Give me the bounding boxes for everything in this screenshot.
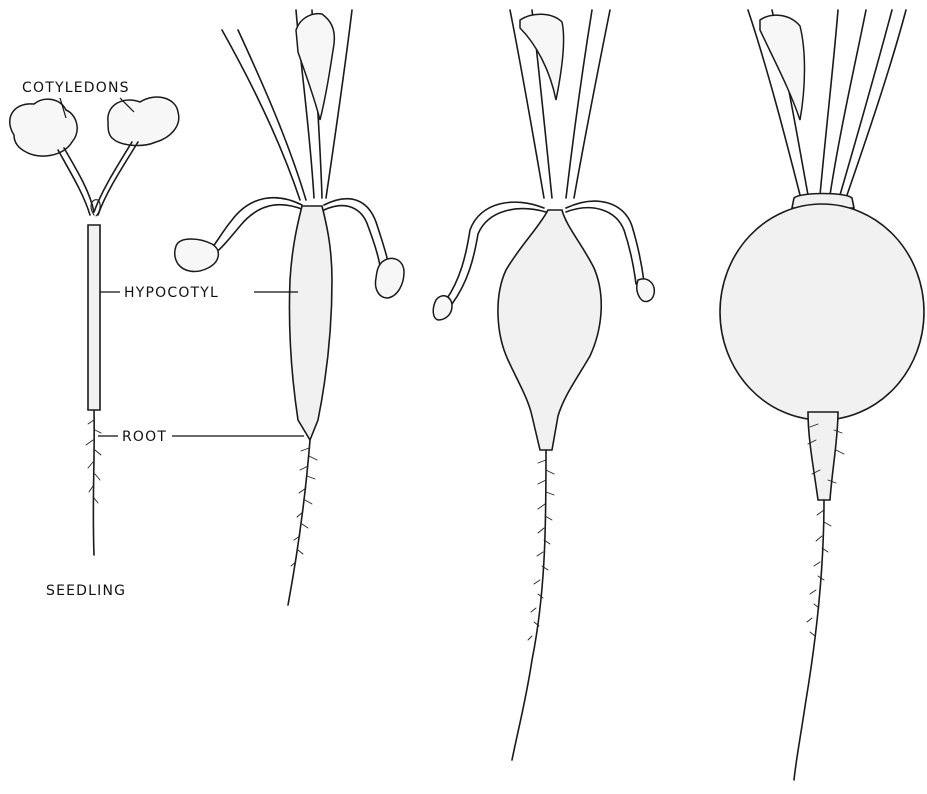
mature-stem-3b xyxy=(846,10,906,198)
seedling-root xyxy=(93,410,94,555)
cotyledon-stalk-right xyxy=(98,142,138,215)
young-stem-1b xyxy=(238,30,306,200)
dev-root xyxy=(512,450,546,760)
cotyledon-right xyxy=(108,97,179,145)
young-root xyxy=(288,440,310,605)
mature-root xyxy=(794,500,824,780)
young-cotyledon-stalk-right-b xyxy=(324,206,380,266)
dev-hypocotyl xyxy=(498,210,601,450)
dev-root-hairs xyxy=(528,460,554,640)
cotyledon-stalk-left xyxy=(58,150,90,215)
seedling-plant xyxy=(10,97,179,555)
mature-leaf-blade xyxy=(760,15,805,120)
dev-leaf-blade xyxy=(520,14,564,100)
mature-bulb xyxy=(720,204,924,420)
dev-cotyledon-left xyxy=(433,296,452,320)
mature-radish-plant xyxy=(720,10,924,780)
label-cotyledons: COTYLEDONS xyxy=(22,80,130,96)
label-hypocotyl: HYPOCOTYL xyxy=(124,285,219,301)
cotyledon-stalk-left-inner xyxy=(64,148,94,212)
label-root: ROOT xyxy=(122,429,167,445)
mature-stem-3 xyxy=(840,10,892,195)
young-cotyledon-left xyxy=(175,239,219,271)
young-radish-plant xyxy=(175,10,404,605)
developing-radish-plant xyxy=(433,10,654,760)
cotyledon-left xyxy=(10,99,77,156)
young-hypocotyl xyxy=(289,206,332,440)
seedling-hypocotyl xyxy=(88,225,100,410)
young-cotyledon-stalk-left-b xyxy=(214,205,304,254)
young-stem-1 xyxy=(222,30,300,200)
dev-cotyledon-right xyxy=(637,279,655,302)
label-seedling: SEEDLING xyxy=(46,583,126,599)
labels: COTYLEDONS HYPOCOTYL ROOT SEEDLING xyxy=(22,80,304,599)
young-cotyledon-right xyxy=(376,258,405,298)
mature-root-base xyxy=(808,412,838,500)
young-cotyledon-stalk-right xyxy=(324,199,388,262)
young-root-hairs xyxy=(291,448,317,566)
dev-stem-2b xyxy=(574,10,610,198)
